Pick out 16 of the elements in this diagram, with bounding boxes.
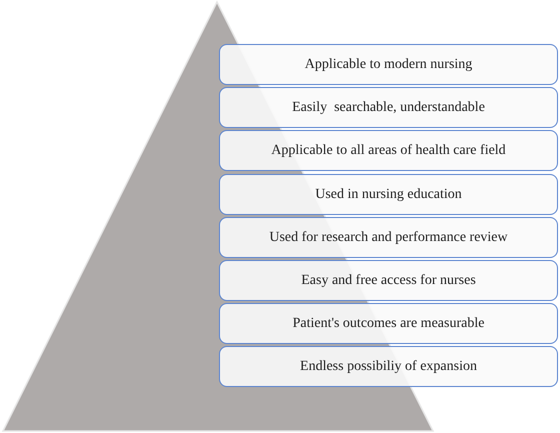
level-text: Applicable to all areas of health care field bbox=[271, 142, 506, 158]
level-text: Easily searchable, understandable bbox=[292, 100, 485, 116]
level-box bbox=[219, 44, 558, 85]
level-box bbox=[219, 174, 558, 215]
level-box bbox=[219, 87, 558, 128]
level-box bbox=[219, 303, 558, 344]
level-box bbox=[219, 346, 558, 387]
level-text: Used for research and performance review bbox=[269, 230, 508, 246]
level-text: Easy and free access for nurses bbox=[301, 272, 476, 288]
level-text: Used in nursing education bbox=[315, 186, 462, 202]
level-text: Applicable to modern nursing bbox=[304, 56, 472, 72]
level-box bbox=[219, 217, 558, 258]
level-text: Patient's outcomes are measurable bbox=[292, 316, 484, 332]
level-box bbox=[219, 130, 558, 171]
level-text: Endless possibiliy of expansion bbox=[300, 358, 477, 374]
level-box bbox=[219, 260, 558, 301]
